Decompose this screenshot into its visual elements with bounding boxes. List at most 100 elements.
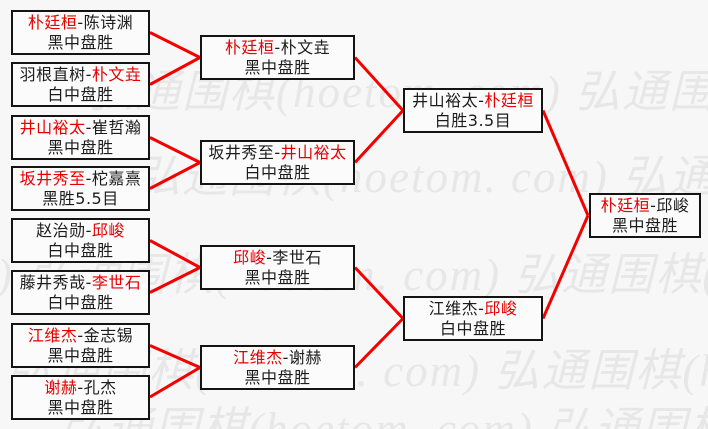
player-name: 井山裕太 [412,90,479,110]
match-box-round2-4: 江维杰-谢赫 黑中盘胜 [200,345,355,390]
connector-line [353,109,405,164]
match-result: 黑中盘胜 [47,397,114,417]
separator: - [274,37,281,57]
match-result: 黑中盘胜 [244,367,311,387]
separator: - [77,377,84,397]
player-name: 朴廷桓 [600,195,651,215]
match-players: 朴廷桓-邱峻 [591,196,699,216]
match-result: 白中盘胜 [47,240,114,260]
connector-line [149,56,201,86]
player-name: 羽根直树 [19,64,86,84]
match-result: 黑中盘胜 [47,345,114,365]
match-result: 白中盘胜 [47,292,114,312]
match-players: 朴廷桓-陈诗渊 [13,13,148,33]
separator: - [77,325,84,345]
player-name: 李世石 [272,247,322,267]
match-players: 坂井秀至-井山裕太 [202,143,353,163]
match-result: 黑中盘胜 [244,57,311,77]
player-name: 坂井秀至 [19,168,86,188]
connector-line [149,239,201,269]
connector-line [353,266,405,320]
separator: - [85,117,92,137]
connector-line [541,109,590,217]
match-box-round2-2: 坂井秀至-井山裕太 白中盘胜 [200,140,355,185]
player-name: 邱峻 [656,195,690,215]
match-players: 江维杰-邱峻 [405,299,541,319]
player-name: 邱峻 [91,220,125,240]
player-name: 赵治勋 [36,220,86,240]
connector-line [149,266,201,294]
match-box-round2-1: 朴廷桓-朴文垚 黑中盘胜 [200,35,355,80]
player-name: 江维杰 [428,298,479,318]
match-box-round2-3: 邱峻-李世石 黑中盘胜 [200,245,355,290]
match-box-round1-8: 谢赫-孔杰 黑中盘胜 [11,375,150,420]
separator: - [85,220,92,240]
match-players: 江维杰-谢赫 [202,348,353,368]
match-result: 白中盘胜 [47,84,114,104]
watermark-text: 弘通围棋(hoetom. com) 弘通围棋(hoetom. com) 弘通围棋… [60,404,708,429]
connector-line [149,161,201,190]
player-name: 朴文垚 [280,37,331,57]
player-name: 金志锡 [83,325,134,345]
match-players: 邱峻-李世石 [202,248,353,268]
connector-line [149,31,201,59]
match-players: 井山裕太-崔哲瀚 [13,118,148,138]
player-name: 崔哲瀚 [91,117,142,137]
connector-line [149,366,201,399]
player-name: 藤井秀哉 [19,272,86,292]
player-name: 邱峻 [233,247,267,267]
watermark-text: 弘通围棋(hoetom. com) 弘通围棋(hoetom. com) 弘通围棋… [88,67,708,117]
player-name: 坂井秀至 [208,142,275,162]
player-name: 孔杰 [83,377,117,397]
player-name: 谢赫 [44,377,78,397]
separator: - [85,168,92,188]
player-name: 江维杰 [27,325,78,345]
match-box-round1-1: 朴廷桓-陈诗渊 黑中盘胜 [11,10,150,55]
match-box-round1-3: 井山裕太-崔哲瀚 黑中盘胜 [11,115,150,160]
separator: - [85,272,92,292]
separator: - [282,347,289,367]
player-name: 柁嘉熹 [91,168,142,188]
connector-line [353,317,405,369]
connector-line [149,136,201,164]
separator: - [478,298,485,318]
match-players: 江维杰-金志锡 [13,326,148,346]
match-result: 黑中盘胜 [47,137,114,157]
match-box-round1-5: 赵治勋-邱峻 白中盘胜 [11,218,150,263]
player-name: 朴廷桓 [27,12,78,32]
match-box-round1-6: 藤井秀哉-李世石 白中盘胜 [11,270,150,315]
match-box-round1-4: 坂井秀至-柁嘉熹 黑胜5.5目 [11,166,150,211]
match-result: 黑中盘胜 [611,215,678,235]
player-name: 李世石 [91,272,142,292]
match-box-round1-2: 羽根直树-朴文垚 白中盘胜 [11,62,150,107]
separator: - [274,142,281,162]
match-box-round1-7: 江维杰-金志锡 黑中盘胜 [11,323,150,368]
match-result: 白胜3.5目 [434,110,512,130]
match-players: 井山裕太-朴廷桓 [405,91,541,111]
player-name: 井山裕太 [19,117,86,137]
connector-line [353,56,405,112]
match-result: 白中盘胜 [244,162,311,182]
player-name: 陈诗渊 [83,12,134,32]
match-players: 赵治勋-邱峻 [13,221,148,241]
match-result: 黑中盘胜 [47,32,114,52]
match-players: 谢赫-孔杰 [13,378,148,398]
match-box-semifinal-2: 江维杰-邱峻 白中盘胜 [403,296,543,341]
match-result: 白中盘胜 [439,318,506,338]
player-name: 谢赫 [288,347,322,367]
separator: - [266,247,273,267]
match-players: 藤井秀哉-李世石 [13,273,148,293]
match-players: 朴廷桓-朴文垚 [202,38,353,58]
player-name: 朴廷桓 [224,37,275,57]
player-name: 江维杰 [233,347,283,367]
match-box-final: 朴廷桓-邱峻 黑中盘胜 [589,193,701,238]
match-players: 羽根直树-朴文垚 [13,65,148,85]
match-result: 黑中盘胜 [244,267,311,287]
separator: - [650,195,657,215]
separator: - [77,12,84,32]
connector-line [541,214,590,320]
player-name: 邱峻 [484,298,518,318]
player-name: 朴文垚 [91,64,142,84]
